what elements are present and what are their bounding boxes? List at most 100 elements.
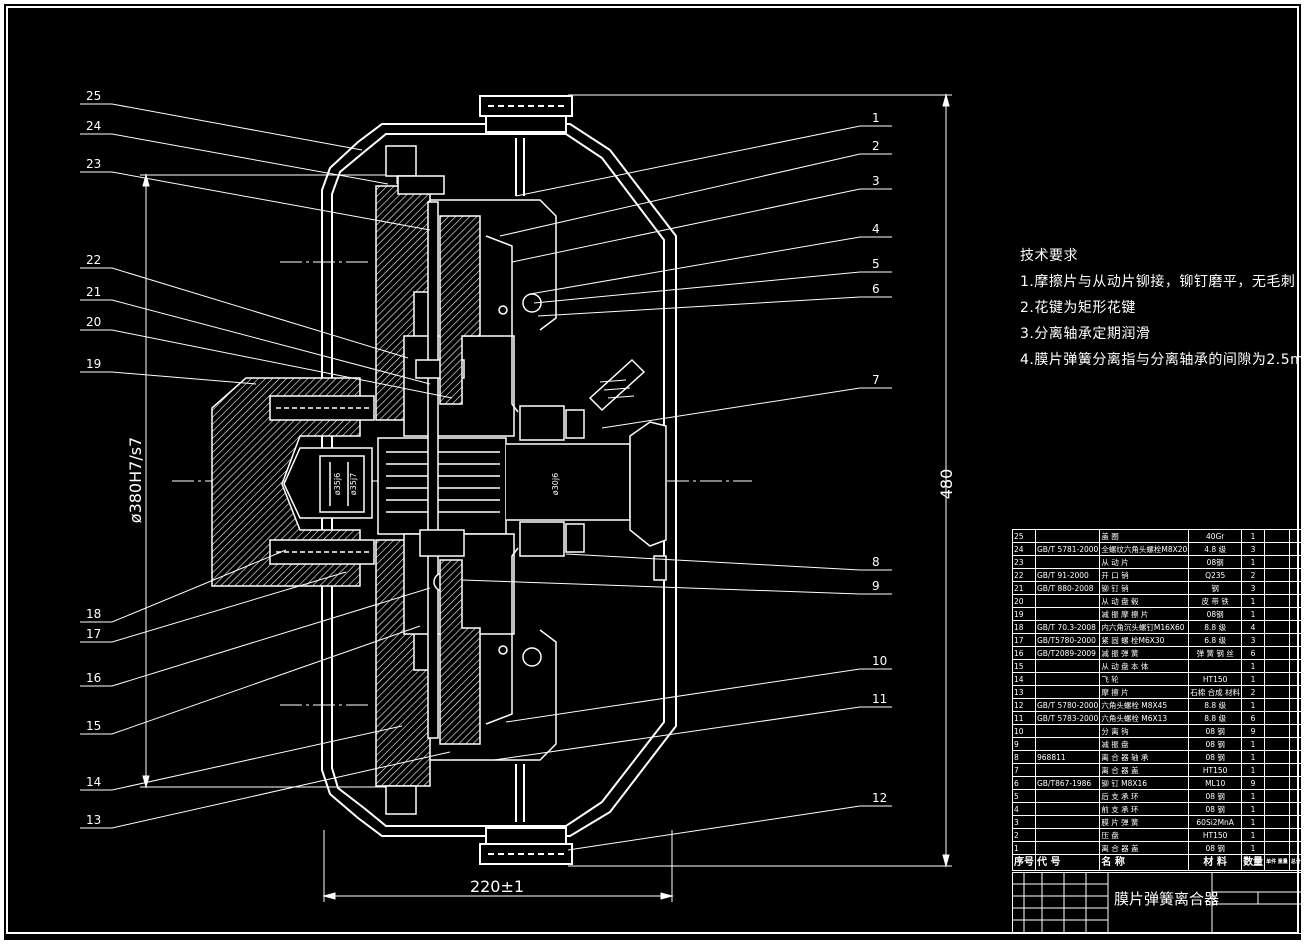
bom-cell-w1 (1264, 672, 1290, 686)
bom-cell-name: 压 盘 (1099, 828, 1190, 842)
part-label: 12 (872, 791, 887, 805)
bom-header-material: 材 料 (1188, 854, 1243, 871)
bom-cell-material: 08钢 (1188, 555, 1243, 569)
bom-cell-w2 (1288, 568, 1305, 582)
bom-cell-qty: 6 (1241, 646, 1266, 660)
bom-cell-name: 离 合 器 轴 承 (1099, 750, 1190, 764)
bom-cell-w1 (1264, 698, 1290, 712)
bom-cell-name: 全螺纹六角头螺栓M8X20 (1099, 542, 1190, 556)
rim-bolt-bottom (479, 827, 573, 865)
bom-cell-qty: 1 (1241, 763, 1266, 777)
bom-cell-w2 (1288, 659, 1305, 673)
bom-cell-code: GB/T2089-2009 (1034, 646, 1101, 660)
bom-cell-name: 分 离 钩 (1099, 724, 1190, 738)
bom-cell-w2 (1288, 594, 1305, 608)
tech-requirement-3: 3.分离轴承定期润滑 (1020, 326, 1151, 342)
bom-cell-material: 40Gr (1188, 529, 1243, 543)
bom-cell-no: 2 (1012, 828, 1036, 842)
bom-cell-w2 (1288, 698, 1305, 712)
bom-cell-no: 11 (1012, 711, 1036, 725)
bom-cell-code (1034, 828, 1101, 842)
bom-cell-w1 (1264, 659, 1290, 673)
bom-cell-code (1034, 594, 1101, 608)
bom-cell-no: 15 (1012, 659, 1036, 673)
bom-cell-w2 (1288, 685, 1305, 699)
bom-cell-code (1034, 841, 1101, 855)
bom-cell-w1 (1264, 555, 1290, 569)
part-label: 15 (86, 719, 101, 733)
part-label: 9 (872, 579, 880, 593)
bom-cell-name: 六角头螺栓 M6X13 (1099, 711, 1190, 725)
bom-cell-no: 3 (1012, 815, 1036, 829)
spline-shaft (377, 421, 667, 547)
crankshaft-hub (211, 377, 375, 587)
bom-cell-code: GB/T 5783-2000 (1034, 711, 1101, 725)
part-label: 2 (872, 139, 880, 153)
tech-requirement-4: 4.膜片弹簧分离指与分离轴承的间隙为2.5mm (1020, 352, 1305, 368)
part-label: 5 (872, 257, 880, 271)
part-label: 6 (872, 282, 880, 296)
part-label: 3 (872, 174, 880, 188)
bom-cell-code: GB/T867-1986 (1034, 776, 1101, 790)
sheet-border-inner (6, 6, 1299, 934)
bom-cell-no: 13 (1012, 685, 1036, 699)
tech-requirements-heading: 技术要求 (1020, 248, 1078, 264)
part-label: 19 (86, 357, 101, 371)
bom-cell-name: 从 动 盘 毂 (1099, 594, 1190, 608)
leader-lines (80, 103, 892, 851)
bom-cell-code (1034, 789, 1101, 803)
bom-header-name: 名 称 (1099, 854, 1190, 871)
bom-cell-w1 (1264, 724, 1290, 738)
part-label: 21 (86, 285, 101, 299)
bom-cell-code: GB/T5780-2000 (1034, 633, 1101, 647)
bom-cell-qty: 1 (1241, 750, 1266, 764)
part-label: 18 (86, 607, 101, 621)
bom-cell-w2 (1288, 620, 1305, 634)
bom-cell-no: 1 (1012, 841, 1036, 855)
bom-cell-name: 开 口 销 (1099, 568, 1190, 582)
bom-cell-material: 弹 簧 钢 丝 (1188, 646, 1243, 660)
bom-cell-no: 21 (1012, 581, 1036, 595)
bom-cell-name: 前 支 承 环 (1099, 802, 1190, 816)
part-label: 11 (872, 692, 887, 706)
bom-cell-name: 六角头螺栓 M8X45 (1099, 698, 1190, 712)
bom-cell-w1 (1264, 737, 1290, 751)
bom-cell-material: 60Si2MnA (1188, 815, 1243, 829)
bom-header-w1: 单件 重量 (1264, 854, 1290, 871)
bom-cell-qty: 1 (1241, 815, 1266, 829)
bom-cell-material: 08 钢 (1188, 750, 1243, 764)
bom-cell-name: 减 振 盘 (1099, 737, 1190, 751)
part-label: 24 (86, 119, 101, 133)
driven-plate (403, 201, 515, 739)
bom-cell-no: 18 (1012, 620, 1036, 634)
bom-cell-w1 (1264, 802, 1290, 816)
dimension-width-label: 220±1 (470, 877, 524, 896)
part-label: 20 (86, 315, 101, 329)
bom-cell-w2 (1288, 828, 1305, 842)
bom-cell-name: 减 振 弹 簧 (1099, 646, 1190, 660)
dimension-height-label: 480 (937, 469, 956, 500)
bom-cell-material: 08 钢 (1188, 841, 1243, 855)
bom-cell-code (1034, 555, 1101, 569)
bom-cell-code (1034, 763, 1101, 777)
bom-cell-qty: 2 (1241, 568, 1266, 582)
bom-cell-material: 皮 带 铁 (1188, 594, 1243, 608)
